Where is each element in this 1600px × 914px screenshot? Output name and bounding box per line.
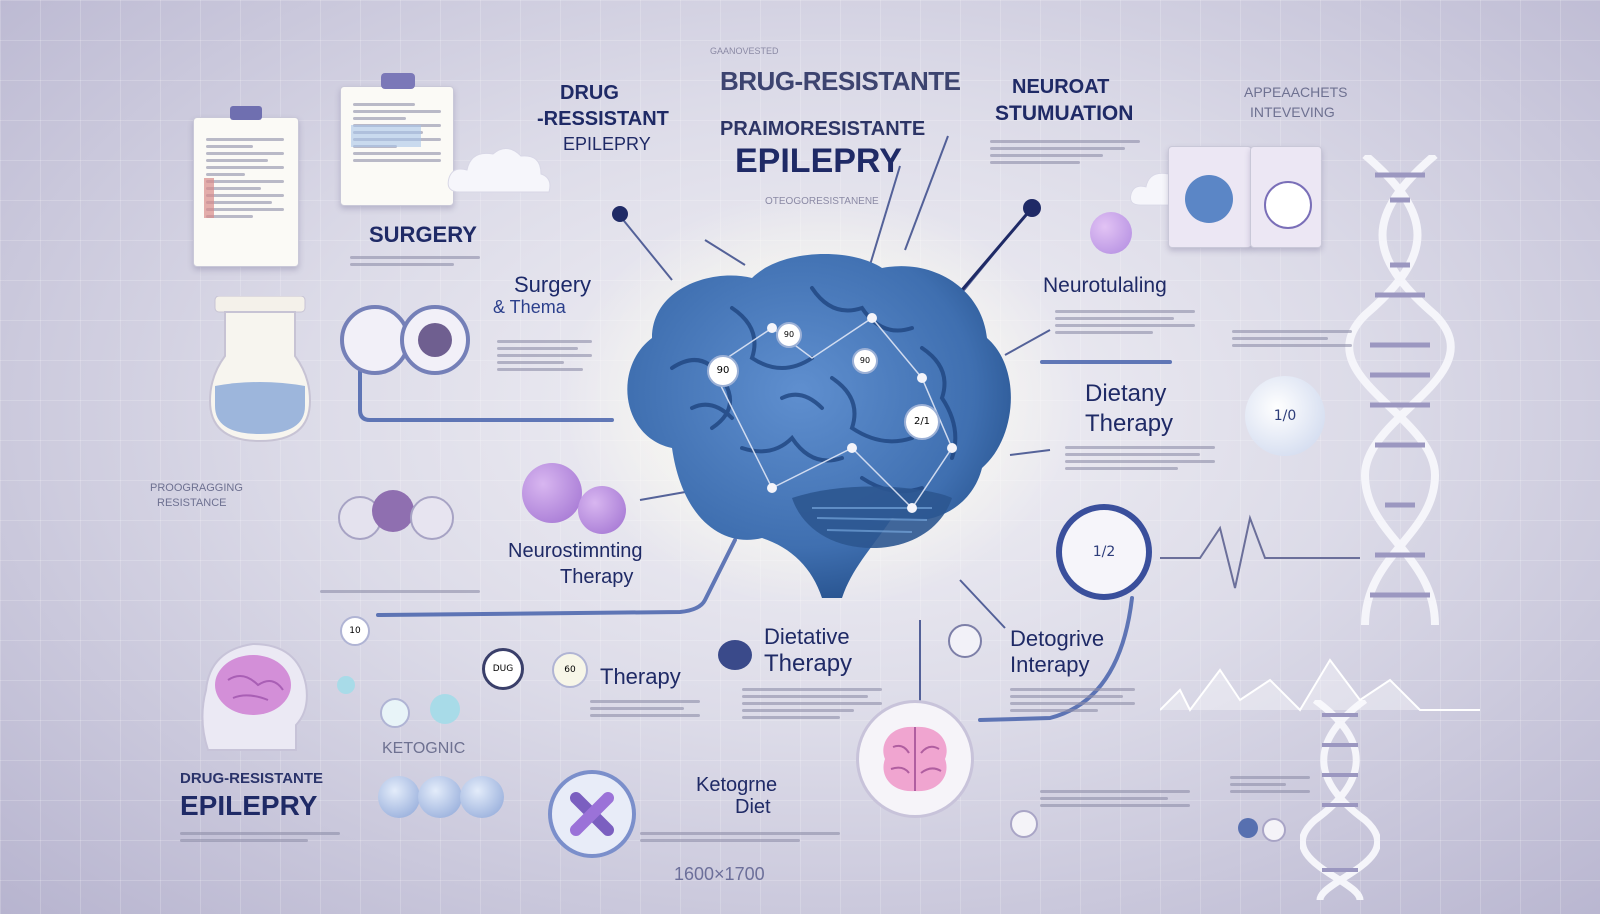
small-dot (1238, 818, 1258, 838)
image-card (1168, 146, 1252, 248)
text-lines (1232, 330, 1352, 351)
bottom-drug-line1: DRUG-RESISTANTE (180, 770, 324, 787)
detogrive-label: Detogrive (1010, 626, 1105, 651)
small-dot (1262, 818, 1286, 842)
brain-circle-icon (856, 700, 974, 818)
pill-label: 60 (564, 665, 576, 675)
node-label: 90 (783, 330, 795, 339)
pill-dot (337, 676, 355, 694)
vial-circle: 1/2 (1056, 504, 1152, 600)
badge-icon: 1/0 (1245, 376, 1325, 456)
left-mid-line1: PROOGRAGGING (150, 482, 243, 494)
brain-illustration (627, 254, 1011, 599)
main-title-line2: PRAIMORESISTANTE (720, 118, 926, 140)
top-right-line1: NEUROAT (1012, 76, 1110, 98)
top-caption: GAANOVESTED (710, 46, 779, 56)
waveform-icon (1160, 514, 1360, 589)
bottom-drug-line2: EPILEPRY (180, 790, 318, 821)
text-lines (320, 590, 480, 597)
small-dot (1010, 810, 1038, 838)
pill-badge: 10 (340, 616, 370, 646)
footer-dims: 1600×1700 (674, 864, 765, 884)
dna-helix-icon (1300, 700, 1380, 900)
text-lines (640, 832, 840, 846)
pill-dot (430, 694, 460, 724)
clipboard-icon (340, 73, 454, 206)
x-mark-icon (548, 770, 636, 858)
dietany-sub-label: Therapy (1085, 410, 1174, 437)
left-drug-line1: DRUG (560, 82, 619, 104)
ketogrne-sub-label: Diet (735, 796, 771, 818)
purple-sphere (1090, 212, 1132, 254)
mountain-chart (1160, 658, 1480, 712)
main-caption: OTEOGORESISTANENE (765, 196, 879, 207)
image-card (1250, 146, 1322, 248)
clipboard-icon (193, 106, 299, 267)
text-lines (1065, 446, 1215, 474)
dietative-label: Dietative (764, 624, 850, 649)
main-title-line1: BRUG-RESISTANTE (720, 66, 961, 96)
flask-icon (208, 296, 312, 443)
node-badge: 90 (776, 322, 802, 348)
surgery-icon (400, 305, 470, 375)
text-lines (1010, 688, 1135, 716)
vial-label: 1/2 (1092, 544, 1116, 560)
ketogrne-label: Ketogrne (696, 774, 778, 796)
head-brain-icon (201, 642, 308, 751)
node-label: 90 (859, 356, 871, 365)
dietany-label: Dietany (1085, 380, 1167, 407)
text-lines (590, 700, 700, 721)
dna-helix-icon (1345, 155, 1455, 625)
text-lines (180, 832, 340, 846)
purple-sphere (522, 463, 582, 523)
pill-badge: 60 (552, 652, 588, 688)
dietative-sub-label: Therapy (764, 650, 853, 677)
far-right-line2: INTEVEVING (1250, 104, 1335, 120)
badge-label: 1/0 (1273, 408, 1297, 424)
left-drug-line3: EPILEPRY (563, 134, 651, 154)
node-label: 90 (716, 365, 730, 376)
cloud-icon (447, 148, 551, 193)
pill-capsules-icon (338, 490, 458, 550)
left-mid-line2: RESISTANCE (157, 497, 227, 509)
pill-capsules-icon (378, 776, 538, 820)
top-right-line2: STUMUATION (995, 102, 1134, 125)
pill-label: 10 (349, 626, 361, 636)
far-right-line1: APPEAACHETS (1244, 84, 1348, 100)
neurostim-sub-label: Therapy (560, 566, 634, 588)
pill-badge: DUG (482, 648, 524, 690)
main-title-line3: EPILEPRY (735, 142, 902, 180)
detogrive-sub-label: Interapy (1010, 652, 1090, 677)
stethoscope-badge (718, 640, 752, 670)
surgery-sub-label: & Thema (493, 297, 566, 317)
node-label: 2/1 (913, 416, 931, 427)
neurotulaing-label: Neurotulaling (1043, 274, 1167, 297)
text-lines (1230, 776, 1310, 797)
text-lines (1040, 790, 1190, 811)
pill-dot (380, 698, 410, 728)
therapy-label: Therapy (600, 664, 681, 689)
node-badge: 90 (707, 355, 739, 387)
node-badge: 90 (852, 348, 878, 374)
purple-sphere (578, 486, 626, 534)
node-badge: 2/1 (904, 404, 940, 440)
neurostim-label: Neurostimnting (508, 540, 643, 562)
pill-label: DUG (492, 664, 514, 674)
text-lines (350, 256, 480, 270)
text-lines (742, 688, 882, 723)
text-lines (1055, 310, 1195, 338)
text-lines (497, 340, 592, 375)
text-lines (990, 140, 1140, 168)
surgery-caps-label: SURGERY (369, 222, 477, 247)
left-drug-line2: -RESSISTANT (537, 108, 669, 130)
surgery-label: Surgery (514, 272, 592, 297)
sensor-icon (948, 624, 982, 658)
ketognic-label: KETOGNIC (382, 740, 466, 757)
